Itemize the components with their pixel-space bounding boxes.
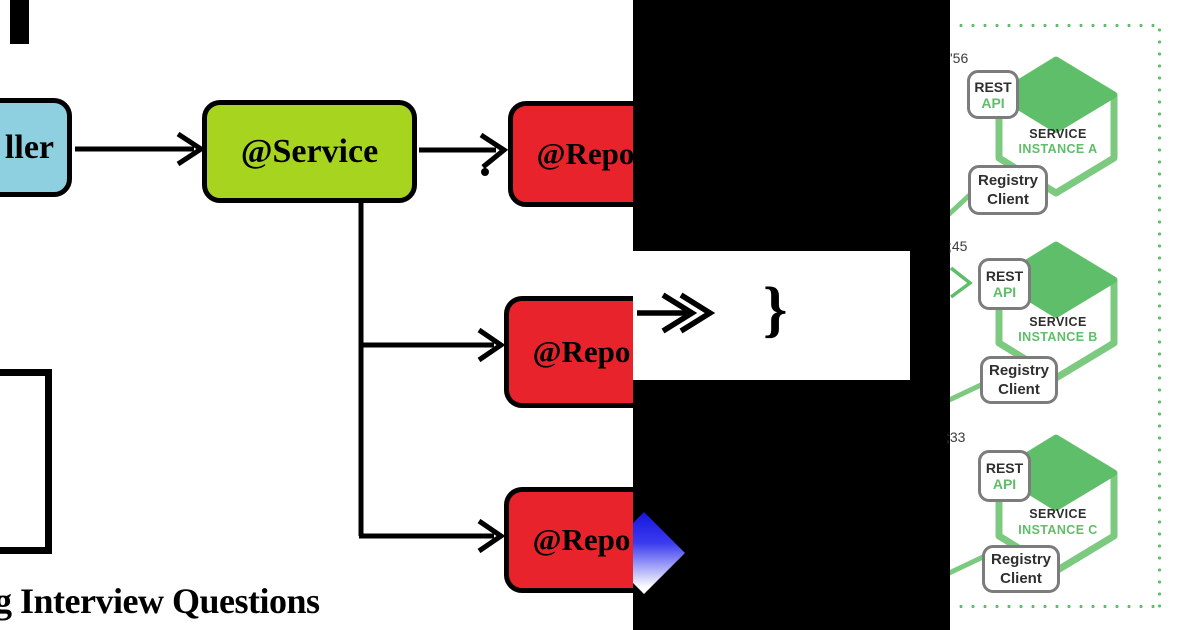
repository-label-1: @Repo: [536, 136, 635, 171]
api-label-b: API: [992, 284, 1017, 300]
service-node: @Service: [202, 100, 417, 203]
service-text-c: SERVICE: [1029, 507, 1087, 521]
rest-label-c: REST: [985, 460, 1024, 476]
api-label-c: API: [992, 476, 1017, 492]
client-label-a: Client: [987, 191, 1029, 208]
stray-dot: [481, 168, 489, 176]
rest-api-box-c: REST API: [978, 450, 1031, 502]
instance-text-b: INSTANCE B: [1018, 330, 1098, 344]
blue-diamond-shape: [633, 511, 686, 595]
service-label: @Service: [240, 132, 379, 170]
repository-label-2: @Repo: [532, 334, 631, 369]
service-text-b: SERVICE: [1029, 315, 1087, 329]
controller-label: ller: [4, 128, 54, 166]
instance-text-a: INSTANCE A: [1018, 142, 1098, 156]
port-label-a: '56: [950, 50, 969, 66]
rest-api-box-a: REST API: [967, 70, 1019, 119]
empty-outline-box: [0, 369, 52, 554]
instance-text-c: INSTANCE C: [1018, 523, 1098, 537]
repository-label-3: @Repo: [532, 522, 631, 557]
microservices-panel: '56 SERVICE INSTANCE A REST API Registry…: [946, 0, 1200, 630]
service-text-a: SERVICE: [1029, 127, 1087, 141]
dotted-border-bottom: [955, 605, 1161, 608]
client-label-c: Client: [1000, 570, 1042, 587]
double-arrow-icon: [637, 292, 716, 334]
corner-black-mark: [10, 0, 29, 44]
api-label-a: API: [981, 94, 1005, 111]
dotted-border-top: [955, 24, 1161, 27]
controller-node: ller: [0, 98, 72, 197]
rest-api-box-b: REST API: [978, 258, 1031, 310]
green-arrowhead-icon: [950, 266, 973, 299]
registry-label-b: Registry: [988, 362, 1050, 379]
registry-client-box-c: Registry Client: [982, 545, 1060, 593]
caption-text: g Interview Questions: [0, 581, 320, 621]
black-mask-region: }: [633, 0, 950, 630]
client-label-b: Client: [998, 381, 1040, 398]
registry-label-c: Registry: [990, 551, 1052, 568]
port-label-b: ;45: [948, 238, 968, 254]
registry-client-box-a: Registry Client: [968, 165, 1048, 215]
rest-label-a: REST: [974, 78, 1012, 95]
dotted-border-right: [1158, 24, 1161, 608]
code-snippet-band: }: [633, 251, 910, 380]
rest-label-b: REST: [985, 268, 1024, 284]
registry-client-box-b: Registry Client: [980, 356, 1058, 404]
closing-brace-text: }: [763, 276, 788, 344]
registry-label-a: Registry: [977, 172, 1039, 189]
port-label-c: ;33: [946, 429, 966, 445]
